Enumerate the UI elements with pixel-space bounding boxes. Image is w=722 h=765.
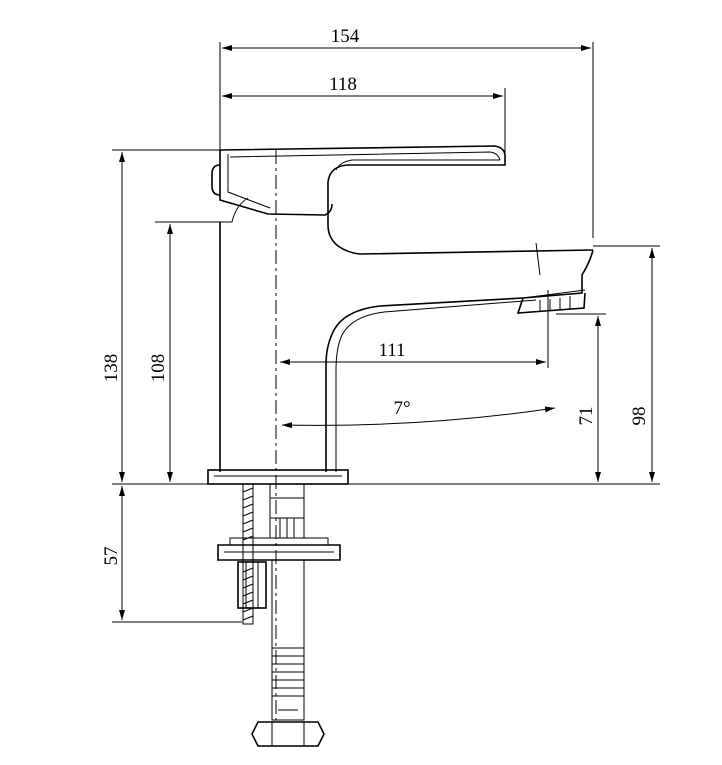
dim-label-108: 108 <box>148 354 169 383</box>
threaded-stud <box>242 483 254 625</box>
faucet-base <box>207 469 349 485</box>
dim-label-138: 138 <box>101 354 122 383</box>
fixing-nut <box>237 561 267 609</box>
handle-button <box>211 164 221 196</box>
hose-hex-nut <box>251 721 325 747</box>
lever-handle <box>219 145 594 255</box>
dimension-labels: 154 118 111 7° 138 108 57 71 98 <box>101 26 650 566</box>
dim-label-154: 154 <box>331 26 360 47</box>
spout-underside <box>325 297 524 472</box>
extension-lines <box>112 42 660 623</box>
dim-arc-7deg <box>281 406 556 429</box>
under-deck-assembly <box>217 483 341 747</box>
dim-label-98: 98 <box>629 407 650 426</box>
dim-label-111: 111 <box>378 340 405 361</box>
dimension-lines <box>119 45 655 620</box>
dim-label-angle: 7° <box>393 398 410 419</box>
dim-label-71: 71 <box>576 407 597 426</box>
dim-label-57: 57 <box>101 547 122 566</box>
spout <box>516 249 594 314</box>
faucet-body <box>207 145 594 485</box>
dim-label-118: 118 <box>329 74 357 95</box>
